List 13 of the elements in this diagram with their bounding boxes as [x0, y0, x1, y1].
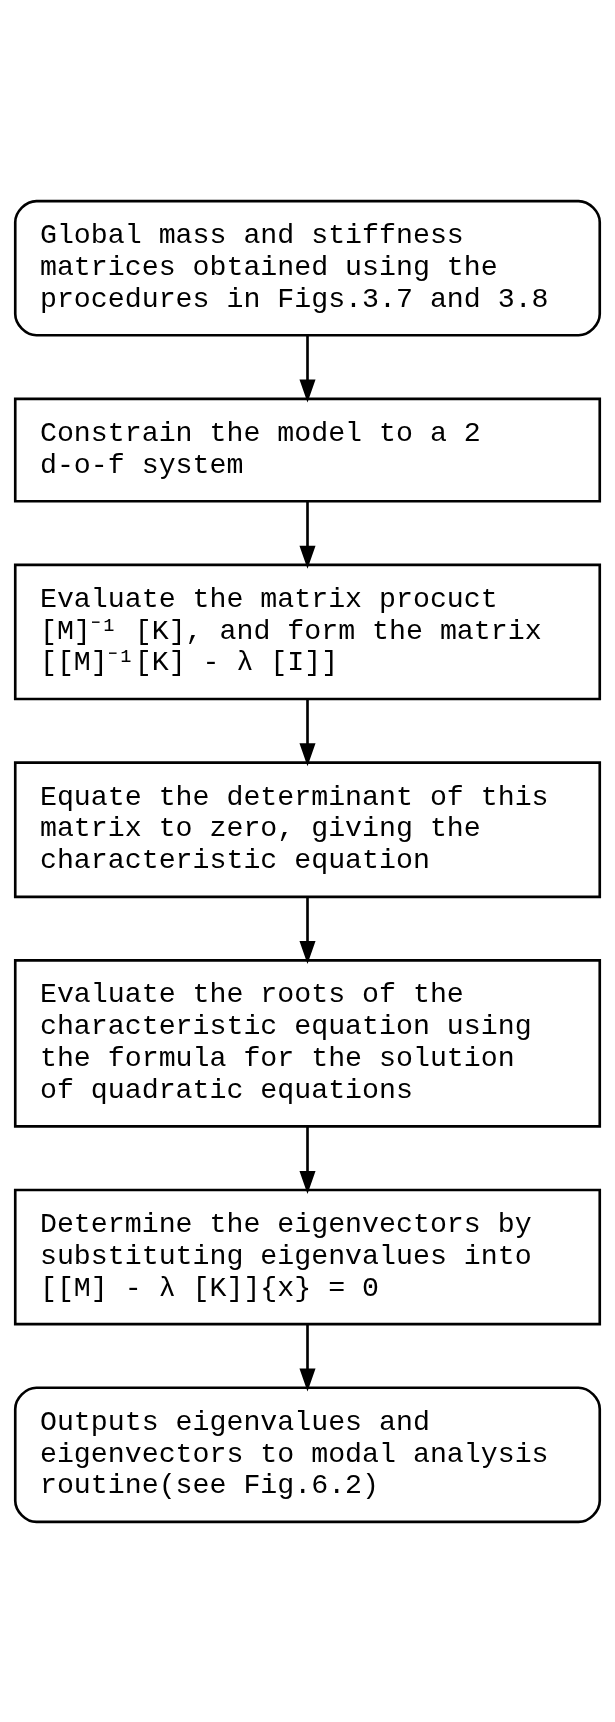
node-box: Equate the determinant of this matrix to zero, giving the characteristic equation: [13, 760, 602, 898]
node-box: Outputs eigenvalues and eigenvectors to modal analysis routine(see Fig.6.2): [13, 1385, 602, 1523]
arrow: [299, 698, 316, 766]
node-box: Evaluate the roots of the characteristic equation using the formula for the solution of quadratic equations: [13, 958, 602, 1128]
node-box: Determine the eigenvectors by substituting eigenvalues into [[M] - λ [K]]{x} = 0: [13, 1188, 602, 1325]
node-box: Global mass and stiffness matrices obtained using the procedures in Figs.3.7 and 3.8: [13, 199, 602, 337]
arrow: [299, 334, 316, 403]
node-box: Evaluate the matrix procuct [M]⁻¹ [K], and form the matrix [[M]⁻¹[K] - λ [I]]: [13, 563, 602, 700]
node-box: Constrain the model to a 2 d-o-f system: [13, 397, 602, 503]
arrow: [299, 896, 316, 964]
arrow: [299, 1125, 316, 1194]
arrow: [299, 501, 316, 569]
arrow: [299, 1324, 316, 1391]
